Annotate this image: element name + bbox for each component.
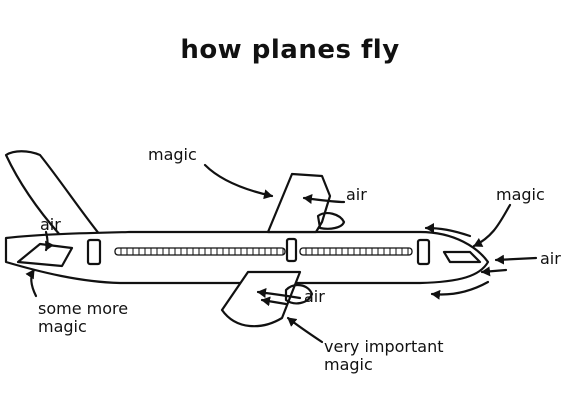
mid-door	[285, 237, 298, 263]
arrow-very-important-magic-to-lower-wing	[286, 316, 324, 344]
arrow-nose-flow-mid	[480, 266, 508, 277]
label-some-more-line1: some more	[38, 299, 128, 318]
rear-door	[86, 238, 102, 266]
label-magic-nose: magic	[496, 185, 545, 204]
label-air-top-wing: air	[346, 185, 367, 204]
arrow-magic-to-nose	[472, 203, 512, 248]
lower-wing	[220, 270, 302, 328]
arrow-magic-to-upper-wing	[203, 163, 274, 200]
arrow-air-to-upper-wing	[302, 194, 346, 204]
label-magic-top: magic	[148, 145, 197, 164]
label-air-nose: air	[540, 249, 561, 268]
arrow-nose-flow-upper	[424, 223, 472, 238]
arrow-nose-flow-lower	[430, 280, 490, 300]
tail-stabilizer	[16, 242, 74, 268]
label-very-important-line1: very important	[324, 337, 444, 356]
cabin-windows	[114, 247, 413, 256]
label-air-lower-wing: air	[304, 287, 325, 306]
lower-engine	[284, 284, 314, 305]
label-very-important-line2: magic	[324, 355, 373, 374]
cockpit-window	[442, 250, 482, 264]
upper-engine	[316, 212, 346, 230]
arrow-some-more-magic-to-tail	[25, 268, 38, 298]
arrow-air-to-nose	[494, 254, 538, 265]
fuselage	[4, 230, 490, 285]
arrow-lower-wing-flow	[260, 296, 288, 307]
front-door	[416, 238, 431, 266]
diagram-title: how planes fly	[180, 35, 399, 65]
arrow-air-to-lower-wing	[256, 288, 302, 300]
upper-wing	[266, 172, 332, 234]
arrow-air-to-tail	[44, 230, 55, 252]
tail-fin	[4, 150, 102, 237]
label-some-more-line2: magic	[38, 317, 87, 336]
label-air-tail: air	[40, 215, 61, 234]
